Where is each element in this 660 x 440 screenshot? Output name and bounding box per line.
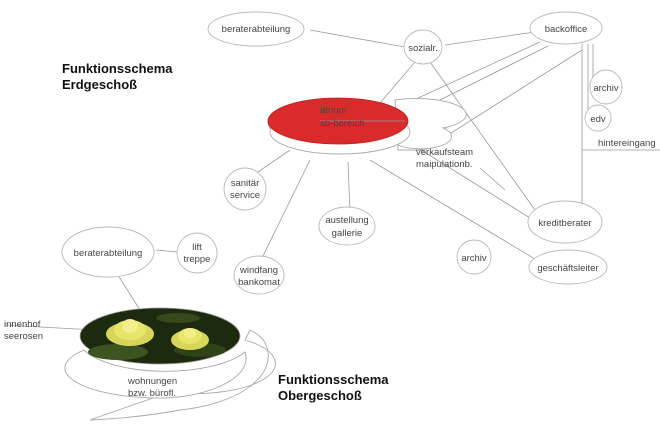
connector-berater-innenhof <box>117 274 141 311</box>
node-geschaeftsleiter: geschäftsleiter <box>528 249 608 285</box>
node-edv: edv <box>584 104 612 132</box>
node-verkaufsteam: verkaufsteam maipulationb. <box>416 147 473 170</box>
node-archiv-bottom: archiv <box>456 239 492 275</box>
node-kreditberater: kreditberater <box>527 200 603 244</box>
diagram-label: gallerie <box>332 228 363 239</box>
connector-backoffice-verkauf <box>439 49 583 141</box>
diagram-label: bankomat <box>238 277 280 288</box>
diagram-label: treppe <box>184 254 211 265</box>
diagram-label: innenhof <box>4 319 41 330</box>
node-innenhof: innenhof seerosen <box>4 319 43 342</box>
diagram-label: beraterabteilung <box>222 24 291 35</box>
diagram-label: sanitär <box>231 178 260 189</box>
connector-berater-lift <box>155 249 179 253</box>
connector-atrium-sozialr <box>379 61 416 104</box>
sb-bereich-text: sb-bereich <box>320 118 364 129</box>
diagram-label: wohnungen <box>127 376 177 387</box>
connector-beraterabteilung-sozialr <box>309 29 411 49</box>
diagram-label: archiv <box>593 83 619 94</box>
upper-floor-platform <box>89 329 276 421</box>
node-hintereingang: hintereingang <box>598 138 656 149</box>
diagram-label: hintereingang <box>598 138 656 149</box>
diagram-label: verkaufsteam <box>416 147 473 158</box>
diagram-label: beraterabteilung <box>74 248 143 259</box>
node-beraterabteilung-og: beraterabteilung <box>61 226 155 278</box>
heading-obergeschoss: Funktionsschema Obergeschoß <box>278 372 389 403</box>
heading-erdgeschoss: Funktionsschema Erdgeschoß <box>62 61 173 92</box>
atrium-disc: atrium sb-bereich <box>267 97 467 155</box>
diagram-label: edv <box>590 114 606 125</box>
node-backoffice: backoffice <box>529 11 603 45</box>
node-wohnungen: wohnungen bzw. bürofl. <box>127 376 177 399</box>
node-sanitaer: sanitär service <box>223 167 267 211</box>
node-beraterabteilung-eg: beraterabteilung <box>207 11 305 47</box>
diagram-label: kreditberater <box>538 218 591 229</box>
connector-sozialr-kreditberater <box>429 61 536 211</box>
diagram-label: lift <box>192 242 202 253</box>
node-austellung: austellung gallerie <box>318 206 376 246</box>
diagram-label: service <box>230 190 260 201</box>
water-lily-right <box>171 328 209 350</box>
diagram-label: austellung <box>325 215 368 226</box>
diagram-label: bzw. bürofl. <box>128 388 176 399</box>
connector-sozialr-backoffice <box>444 31 536 46</box>
page-title-ground: Funktionsschema <box>62 61 173 76</box>
connector-innenhof-label <box>4 324 96 331</box>
atrium-label: atrium <box>320 105 346 116</box>
diagram-label: geschäftsleiter <box>537 263 598 274</box>
diagram-label: Erdgeschoß <box>62 77 137 92</box>
connectors <box>4 29 660 331</box>
diagram-label: backoffice <box>545 24 588 35</box>
diagram-label: maipulationb. <box>416 159 473 170</box>
connector-atrium-kreditberater <box>404 139 531 219</box>
connector-atrium-windfang <box>261 159 311 259</box>
diagram-label: seerosen <box>4 331 43 342</box>
node-archiv-top: archiv <box>589 69 623 105</box>
node-windfang: windfang bankomat <box>233 255 285 295</box>
water-lily-left <box>106 319 154 346</box>
connector-verkauf-kreditberater <box>479 167 506 191</box>
node-sozialr: sozialr. <box>403 29 443 65</box>
connector-atrium-sanitaer <box>257 149 291 173</box>
page-title-upper: Funktionsschema <box>278 372 389 387</box>
diagram-label: archiv <box>461 253 487 264</box>
diagram-label: windfang <box>239 265 278 276</box>
node-lift-treppe: lift treppe <box>176 232 218 274</box>
innenhof-ring <box>64 307 276 421</box>
connector-atrium-austellung <box>347 161 351 213</box>
diagram-label: Obergeschoß <box>278 388 362 403</box>
connector-atrium-geschaeftsleiter <box>369 159 541 263</box>
diagram-label: sozialr. <box>408 43 438 54</box>
